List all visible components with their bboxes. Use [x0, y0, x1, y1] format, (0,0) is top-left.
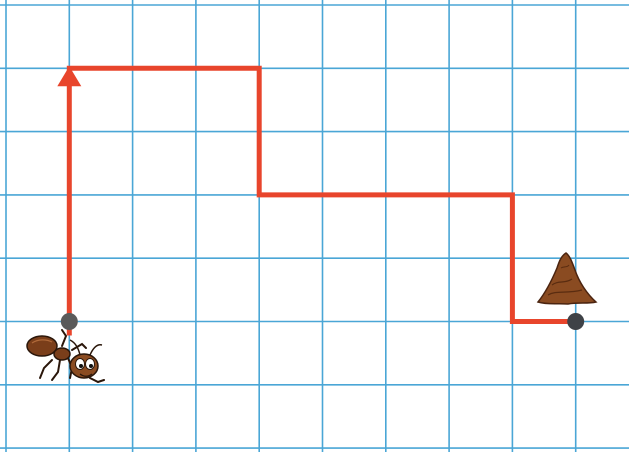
end-point-marker [567, 313, 584, 330]
start-point-marker [61, 313, 78, 330]
